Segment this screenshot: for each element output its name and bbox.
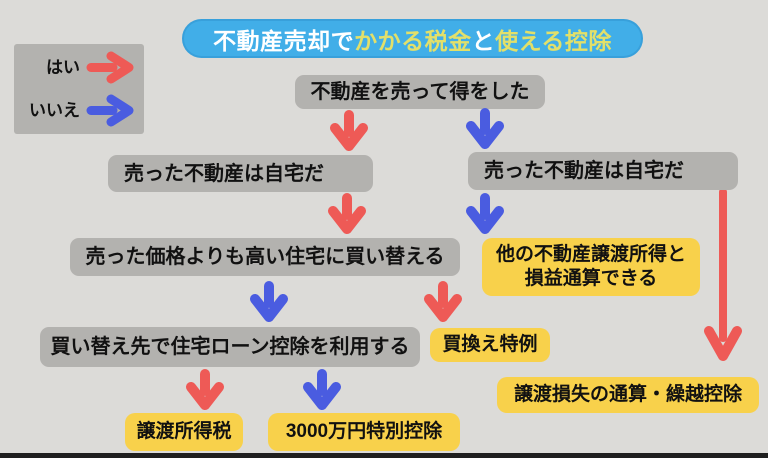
node-start-label: 不動産を売って得をした: [310, 81, 530, 103]
node-replacement-special: 買換え特例: [430, 328, 550, 362]
node-start: 不動産を売って得をした: [295, 75, 545, 109]
node-offset-line1: 他の不動産譲渡所得と: [495, 244, 686, 266]
yes-arrow-right-icon: [86, 51, 136, 84]
node-transfer-income-tax: 譲渡所得税: [125, 413, 243, 451]
node-replacement-special-label: 買換え特例: [442, 334, 538, 356]
title-segment: 使える控除: [495, 27, 612, 54]
node-offset-other-income: 他の不動産譲渡所得と 損益通算できる: [482, 238, 700, 296]
no-arrow-right-icon: [86, 94, 136, 127]
no-arrow-down-icon: [249, 281, 289, 323]
legend: はい いいえ: [14, 44, 144, 134]
legend-row-no: いいえ: [14, 94, 144, 127]
node-buy-higher: 売った価格よりも高い住宅に買い替える: [70, 238, 460, 276]
node-loss-offset-carryover-label: 譲渡損失の通算・繰越控除: [513, 384, 742, 406]
node-offset-line2: 損益通算できる: [524, 268, 658, 289]
title-segment: と: [471, 27, 496, 54]
node-30m-special-deduction-label: 3000万円特別控除: [285, 421, 443, 443]
legend-yes-label: はい: [46, 58, 80, 77]
legend-no-label: いいえ: [29, 101, 80, 120]
node-loan-deduction-label: 買い替え先で住宅ローン控除を利用する: [50, 336, 410, 358]
page-title: 不動産売却でかかる税金と使える控除: [182, 19, 643, 58]
yes-arrow-down-icon: [327, 193, 367, 235]
node-sold-home-right-label: 売った不動産は自宅だ: [484, 160, 684, 182]
node-sold-home-left-label: 売った不動産は自宅だ: [124, 162, 324, 185]
yes-arrow-down-long-icon: [703, 190, 743, 370]
no-arrow-down-icon: [465, 108, 505, 150]
node-30m-special-deduction: 3000万円特別控除: [268, 413, 460, 451]
node-transfer-income-tax-label: 譲渡所得税: [136, 421, 232, 443]
title-segment: 不動産売却で: [213, 27, 355, 54]
node-buy-higher-label: 売った価格よりも高い住宅に買い替える: [85, 246, 445, 268]
node-sold-home-left: 売った不動産は自宅だ: [108, 155, 373, 192]
node-sold-home-right: 売った不動産は自宅だ: [468, 152, 738, 190]
title-segment: かかる税金: [354, 27, 472, 54]
yes-arrow-down-icon: [329, 110, 369, 152]
yes-arrow-down-icon: [423, 281, 463, 323]
no-arrow-down-icon: [302, 369, 342, 411]
yes-arrow-down-icon: [185, 369, 225, 411]
no-arrow-down-icon: [465, 193, 505, 235]
bottom-border: [0, 453, 768, 458]
node-loan-deduction: 買い替え先で住宅ローン控除を利用する: [40, 327, 420, 367]
node-loss-offset-carryover: 譲渡損失の通算・繰越控除: [497, 377, 759, 413]
legend-row-yes: はい: [14, 51, 144, 84]
